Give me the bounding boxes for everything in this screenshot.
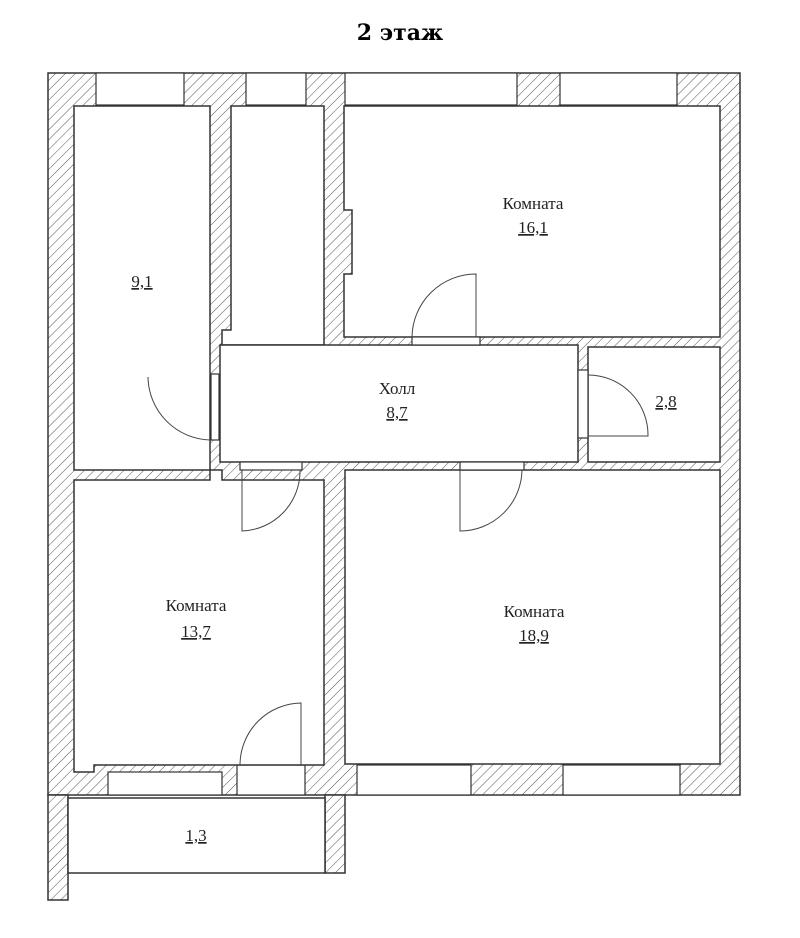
room-bottom-right-area: 18,9 (519, 626, 549, 645)
room-top-right-name: Комната (503, 194, 564, 213)
room-bottom-left-name: Комната (166, 596, 227, 615)
small-room-area: 2,8 (655, 392, 676, 411)
hall-name: Холл (379, 379, 416, 398)
room-bottom-right (344, 469, 721, 765)
hall-area: 8,7 (386, 403, 408, 422)
room-top-right (343, 105, 721, 338)
room-balcony (67, 797, 326, 874)
room-storage (73, 105, 211, 471)
room-bottom-right-name: Комната (504, 602, 565, 621)
closet (221, 105, 325, 346)
storage-area: 9,1 (131, 272, 152, 291)
room-hall (219, 344, 579, 463)
balcony-area: 1,3 (185, 826, 206, 845)
doors (147, 273, 649, 766)
room-bottom-left (73, 469, 325, 773)
room-small (587, 346, 721, 463)
floor-title: 2 этаж (356, 20, 444, 46)
room-top-right-area: 16,1 (518, 218, 548, 237)
windows (95, 72, 681, 796)
room-bottom-left-area: 13,7 (181, 622, 211, 641)
